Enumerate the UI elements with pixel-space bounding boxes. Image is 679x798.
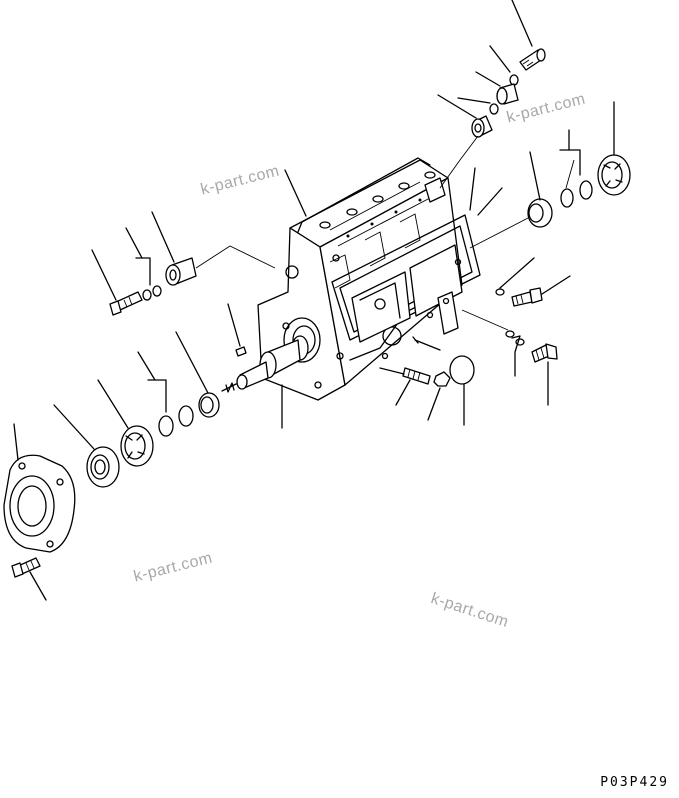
pump-housing bbox=[257, 157, 481, 401]
housing-leader-line bbox=[284, 169, 307, 217]
camshaft bbox=[221, 335, 309, 429]
cover-leader-line bbox=[469, 167, 476, 211]
gasket-leader-line bbox=[477, 187, 503, 216]
right-gear-assembly bbox=[469, 101, 631, 249]
dowel-pin bbox=[227, 303, 247, 357]
left-upper-fittings bbox=[91, 211, 276, 316]
drawing-code: P03P429 bbox=[600, 775, 669, 790]
right-bolts bbox=[461, 257, 571, 406]
left-lower-assembly bbox=[3, 331, 220, 601]
lower-middle-parts bbox=[379, 336, 475, 426]
top-right-fitting-stack bbox=[437, 0, 546, 189]
